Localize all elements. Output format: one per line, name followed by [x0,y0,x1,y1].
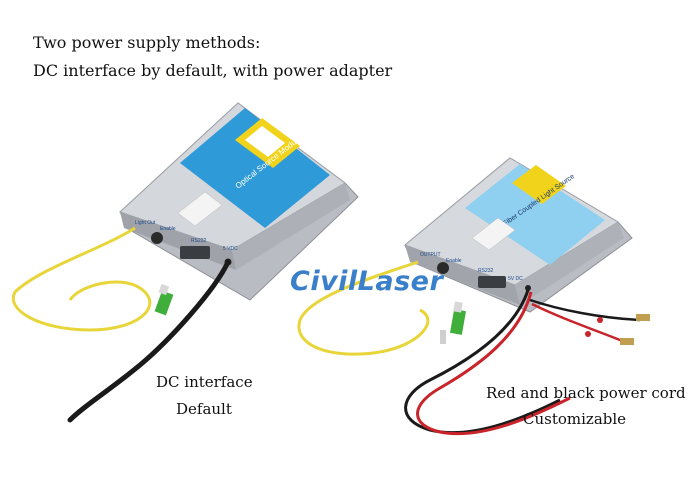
right-enable-knob [437,262,449,274]
left-enable-knob [151,232,163,244]
right-fiber-connector [440,301,466,344]
right-red-terminal [620,338,634,345]
left-caption-line-2: Default [176,400,232,418]
right-black-lead [529,298,641,322]
left-module-label [180,108,330,228]
brand-watermark: CivilLaser [290,266,444,297]
right-black-wire [404,289,561,435]
left-port-label-1: Light Out [135,220,156,226]
right-black-terminal [636,314,650,321]
right-port-label-1: OUTPUT [420,252,441,258]
right-caption-line-2: Customizable [523,410,627,428]
right-port-label-4: 5V DC [508,276,523,282]
left-port-label-4: 5 VDC [223,246,238,252]
left-laser-module: Optical Source Module Light Out Enable R… [119,102,359,301]
right-dc-jack [525,285,531,291]
heading-line-2: DC interface by default, with power adap… [33,61,393,80]
right-module-label [465,164,605,265]
right-port-label-2: Enable [446,258,462,264]
left-dc-cable [67,259,231,423]
right-red-lead [531,302,626,344]
left-rs232-port [180,246,210,259]
left-caption-line-1: DC interface [156,373,253,391]
left-port-label-2: Enable [160,226,176,232]
right-port-label-3: RS232 [478,268,494,274]
right-laser-module: Fiber Coupled Light Source OUTPUT Enable… [404,157,633,313]
right-caption-line-1: Red and black power cord [486,384,686,402]
heading-line-1: Two power supply methods: [33,33,261,52]
left-port-label-3: RS232 [191,238,207,244]
right-red-wire [416,291,571,436]
left-fiber-cable [11,226,152,332]
right-rs232-port [478,276,506,288]
left-fiber-connector [154,283,174,316]
right-fiber-cable [297,260,430,356]
